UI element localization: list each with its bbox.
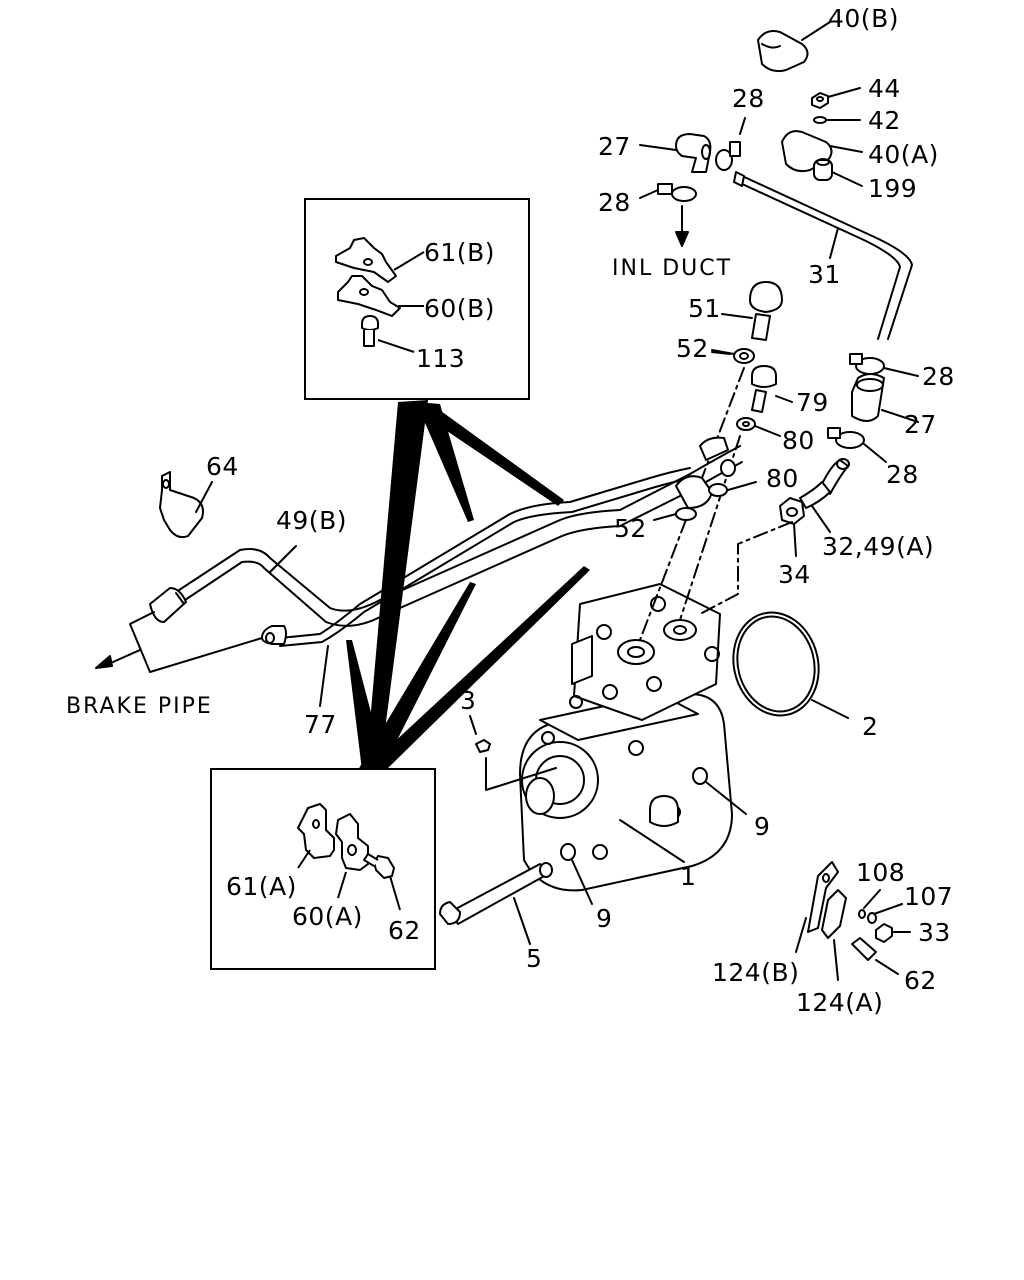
inset-connector-wedges xyxy=(346,400,590,770)
callout-28-duct: 28 xyxy=(598,188,631,217)
callout-31: 31 xyxy=(808,260,841,289)
clip-set-a-icon xyxy=(297,803,401,911)
callout-27-right: 27 xyxy=(904,410,937,439)
hose-elbow-27-top-part xyxy=(639,133,712,173)
callout-77: 77 xyxy=(304,710,337,739)
nut-washer-clamp-group xyxy=(781,87,863,187)
callout-108: 108 xyxy=(856,858,906,887)
callout-5: 5 xyxy=(526,944,543,973)
key-3-part xyxy=(469,715,557,791)
clamp-40b-part xyxy=(757,21,831,73)
inset-box-lower-clips: 61(A) 60(A) 62 xyxy=(210,768,436,970)
callout-52-mid: 52 xyxy=(614,514,647,543)
bracket-124-group xyxy=(795,861,911,981)
callout-27-top: 27 xyxy=(598,132,631,161)
gasket-9-low-part xyxy=(560,843,593,905)
clip-set-b-icon xyxy=(335,237,425,353)
callout-44: 44 xyxy=(868,74,901,103)
pipe-31-part xyxy=(733,171,913,340)
nut-34-part xyxy=(779,497,805,557)
callout-32-49a: 32,49(A) xyxy=(822,532,935,561)
callout-42: 42 xyxy=(868,106,901,135)
callout-51: 51 xyxy=(688,294,721,323)
callout-40b: 40(B) xyxy=(828,4,899,33)
bracket-64-part xyxy=(159,471,213,539)
callout-1: 1 xyxy=(680,862,697,891)
hose-clamp-28-duct-part xyxy=(639,183,697,247)
brake-pipe-leader xyxy=(95,611,263,673)
callout-80-top: 80 xyxy=(782,426,815,455)
callout-40a: 40(A) xyxy=(868,140,939,169)
callout-9-low: 9 xyxy=(596,904,613,933)
callout-113: 113 xyxy=(416,344,466,373)
inset-box-upper-clips: 61(B) 60(B) 113 xyxy=(304,198,530,400)
callout-61b: 61(B) xyxy=(424,238,495,267)
callout-199: 199 xyxy=(868,174,918,203)
banjo-fitting-52-80 xyxy=(653,436,757,521)
callout-49b: 49(B) xyxy=(276,506,347,535)
callout-64: 64 xyxy=(206,452,239,481)
callout-9-right: 9 xyxy=(754,812,771,841)
callout-62-inset: 62 xyxy=(388,916,421,945)
callout-60b: 60(B) xyxy=(424,294,495,323)
callout-52-top: 52 xyxy=(676,334,709,363)
callout-34: 34 xyxy=(778,560,811,589)
fuel-pump-body xyxy=(519,583,733,892)
eye-bolt-51-part xyxy=(711,281,783,364)
brake-pipe-note: BRAKE PIPE xyxy=(66,694,213,719)
callout-61a: 61(A) xyxy=(226,872,297,901)
bolt-79-part xyxy=(736,365,793,437)
callout-79: 79 xyxy=(796,388,829,417)
callout-80-mid: 80 xyxy=(766,464,799,493)
o-ring-2-part xyxy=(732,611,849,719)
callout-33: 33 xyxy=(918,918,951,947)
callout-60a: 60(A) xyxy=(292,902,363,931)
callout-28-right1: 28 xyxy=(922,362,955,391)
callout-2: 2 xyxy=(862,712,879,741)
callout-3: 3 xyxy=(460,686,477,715)
callout-28-right2: 28 xyxy=(886,460,919,489)
pipe-77-part xyxy=(261,467,693,707)
callout-124a: 124(A) xyxy=(796,988,884,1017)
hose-clamp-28-top-part xyxy=(715,117,746,171)
callout-62-right: 62 xyxy=(904,966,937,995)
stud-bolt-5-part xyxy=(439,862,553,945)
callout-107: 107 xyxy=(904,882,954,911)
callout-leaders xyxy=(711,351,731,355)
right-hose-assembly xyxy=(799,353,919,533)
gasket-9-right-part xyxy=(692,767,747,815)
callout-124b: 124(B) xyxy=(712,958,800,987)
callout-28-top: 28 xyxy=(732,84,765,113)
inlet-duct-note: INL DUCT xyxy=(612,256,733,281)
